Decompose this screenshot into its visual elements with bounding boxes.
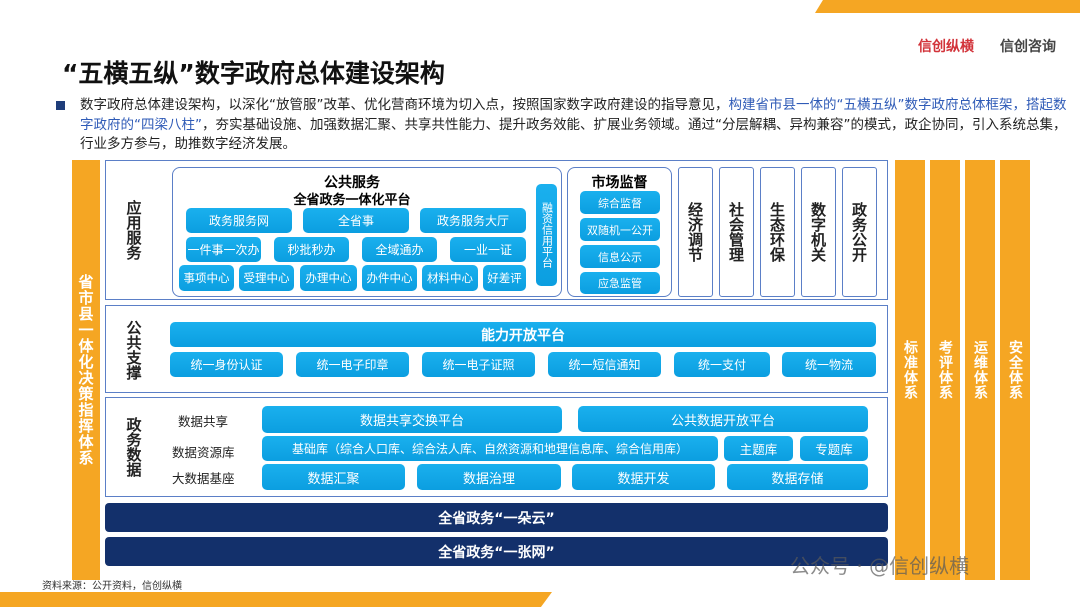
service-button[interactable]: 政务服务大厅 — [420, 208, 526, 233]
bottom-accent-bar — [0, 592, 552, 607]
intro-highlight: 构建省市县一体的“五横五纵”数字政府总体框架，搭起数字政府的“四梁八柱” — [80, 97, 1067, 133]
row-label: 数据共享 — [178, 414, 229, 429]
gov-cloud-bar: 全省政务“一朵云” — [105, 503, 888, 532]
column-digital-office[interactable]: 数字机关 — [801, 167, 836, 297]
row-label: 数据资源库 — [172, 445, 235, 460]
data-layer-label: 政务数据 — [124, 417, 143, 477]
top-accent-bar — [815, 0, 1080, 13]
service-button[interactable]: 办理中心 — [300, 265, 357, 291]
support-layer-label: 公共支撑 — [124, 320, 143, 380]
market-supervision-title: 市场监督 — [591, 175, 648, 191]
service-button[interactable]: 好差评 — [483, 265, 526, 291]
data-button[interactable]: 数据存储 — [727, 464, 868, 490]
capability-open-platform[interactable]: 能力开放平台 — [170, 322, 876, 347]
support-button[interactable]: 统一身份认证 — [170, 352, 283, 377]
data-button[interactable]: 基础库（综合人口库、综合法人库、自然资源和地理信息库、综合信用库） — [262, 436, 718, 461]
financing-credit-platform[interactable]: 融资信用平台 — [536, 184, 557, 286]
service-button[interactable]: 办件中心 — [362, 265, 417, 291]
right-column-evaluation: 考评体系 — [930, 160, 960, 580]
market-button[interactable]: 信息公示 — [580, 245, 660, 268]
bullet-icon — [56, 101, 65, 110]
data-button[interactable]: 数据汇聚 — [262, 464, 405, 490]
column-ecology[interactable]: 生态环保 — [760, 167, 795, 297]
support-button[interactable]: 统一支付 — [674, 352, 770, 377]
service-button[interactable]: 材料中心 — [422, 265, 478, 291]
intro-text: 数字政府总体建设架构，以深化“放管服”改革、优化营商环境为切入点，按照国家数字政… — [80, 96, 1070, 155]
service-button[interactable]: 政务服务网 — [186, 208, 292, 233]
gov-network-bar: 全省政务“一张网” — [105, 537, 888, 566]
page-title: “五横五纵”数字政府总体建设架构 — [62, 59, 445, 88]
public-service-subtitle: 全省政务一体化平台 — [293, 193, 411, 208]
data-button[interactable]: 数据开发 — [572, 464, 715, 490]
column-economic-regulation[interactable]: 经济调节 — [678, 167, 713, 297]
logo-xinchuang-zongheng: 信创纵横 — [918, 39, 974, 55]
data-button[interactable]: 公共数据开放平台 — [578, 406, 868, 432]
support-button[interactable]: 统一电子证照 — [422, 352, 535, 377]
right-column-security: 安全体系 — [1000, 160, 1030, 580]
market-button[interactable]: 应急监管 — [580, 272, 660, 294]
intro-part2: ，夯实基础设施、加强数据汇聚、共享共性能力、提升政务效能、扩展业务领域。通过“分… — [80, 116, 1067, 153]
right-column-operations: 运维体系 — [965, 160, 995, 580]
market-button[interactable]: 双随机一公开 — [580, 218, 660, 241]
service-button[interactable]: 一件事一次办 — [186, 237, 261, 262]
support-button[interactable]: 统一物流 — [782, 352, 876, 377]
service-button[interactable]: 事项中心 — [179, 265, 234, 291]
data-button[interactable]: 主题库 — [724, 436, 793, 461]
service-button[interactable]: 全省事 — [303, 208, 409, 233]
column-social-management[interactable]: 社会管理 — [719, 167, 754, 297]
left-column-decision-system: 省市县一体化决策指挥体系 — [72, 160, 100, 580]
service-button[interactable]: 受理中心 — [239, 265, 294, 291]
row-label: 大数据基座 — [172, 471, 235, 486]
source-note: 资料来源：公开资料，信创纵横 — [42, 581, 182, 592]
app-layer-label: 应用服务 — [124, 200, 143, 260]
right-column-standard: 标准体系 — [895, 160, 925, 580]
data-button[interactable]: 数据共享交换平台 — [262, 406, 562, 433]
service-button[interactable]: 全域通办 — [362, 237, 437, 262]
column-gov-openness[interactable]: 政务公开 — [842, 167, 877, 297]
data-button[interactable]: 数据治理 — [417, 464, 561, 490]
service-button[interactable]: 秒批秒办 — [274, 237, 349, 262]
public-service-title: 公共服务 — [324, 175, 380, 191]
support-button[interactable]: 统一电子印章 — [296, 352, 409, 377]
data-button[interactable]: 专题库 — [800, 436, 868, 461]
logo-xinchuang-zixun: 信创咨询 — [1000, 39, 1056, 55]
intro-part1: 数字政府总体建设架构，以深化“放管服”改革、优化营商环境为切入点，按照国家数字政… — [80, 97, 729, 113]
watermark: 公众号 · @信创纵横 — [790, 554, 970, 578]
market-button[interactable]: 综合监督 — [580, 191, 660, 214]
service-button[interactable]: 一业一证 — [450, 237, 526, 262]
support-button[interactable]: 统一短信通知 — [548, 352, 661, 377]
support-layer-panel — [105, 305, 888, 393]
